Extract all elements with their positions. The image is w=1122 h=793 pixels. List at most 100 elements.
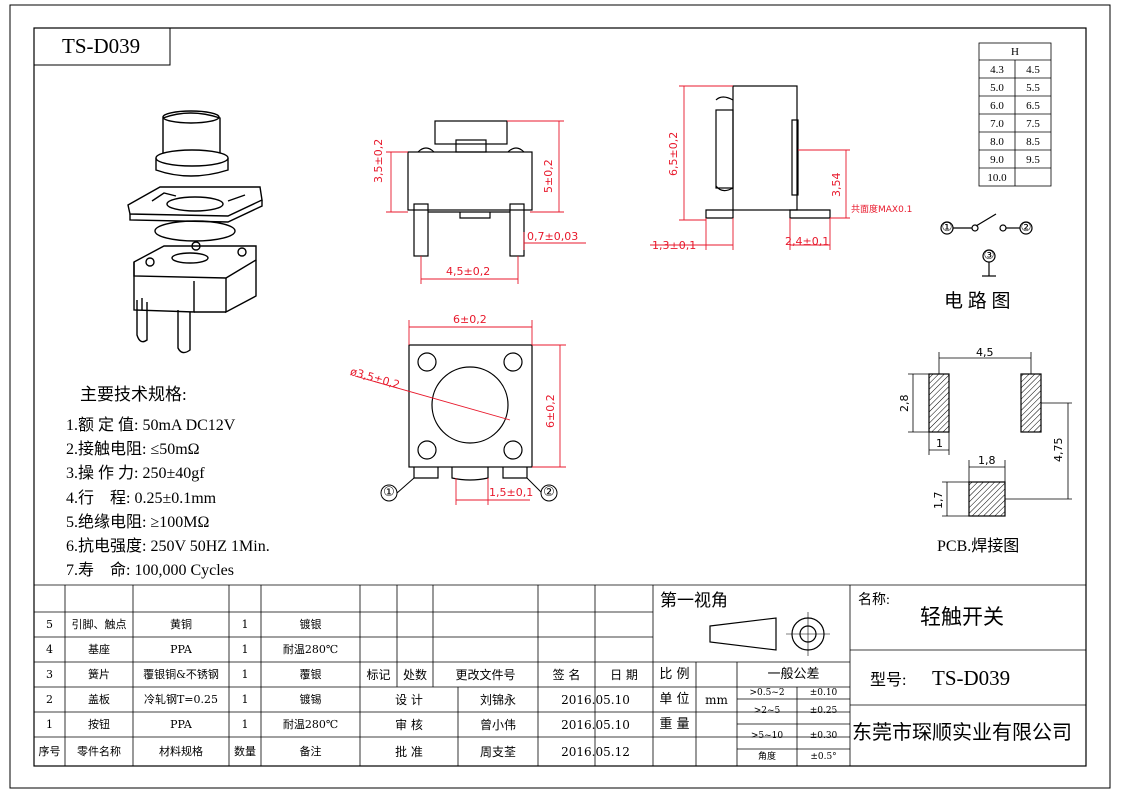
h-table-cell: 10.0 xyxy=(987,171,1007,184)
outer-frame xyxy=(9,4,1111,789)
pcb-dim-1: 1 xyxy=(936,437,943,450)
lead-offset-left-label: 1,3±0,1 xyxy=(652,239,697,252)
bom-note: 耐温280℃ xyxy=(282,643,339,656)
projection-label: 第一视角 xyxy=(660,591,728,610)
side-height-label: 6,5±0,2 xyxy=(667,131,680,176)
revision-header: 签 名 xyxy=(552,667,581,682)
bom-no: 4 xyxy=(46,643,53,656)
product-name: 轻触开关 xyxy=(920,605,1004,629)
top-pin-1: ① xyxy=(383,485,395,500)
front-view xyxy=(407,120,533,257)
front-view-dims xyxy=(386,120,586,284)
approval-role: 审 核 xyxy=(395,717,423,732)
spec-value: ≥100MΩ xyxy=(150,514,210,531)
drawing-number: TS-D039 xyxy=(62,34,141,58)
h-table-cell: 5.0 xyxy=(990,81,1004,94)
bom-note: 耐温280℃ xyxy=(282,718,339,731)
bom-header: 序号 xyxy=(38,745,61,758)
bom-material: 覆银铜&不锈钢 xyxy=(143,668,219,681)
tolerance-title: 一般公差 xyxy=(767,667,820,682)
pcb-dim-45: 4,5 xyxy=(976,346,994,359)
top-view-pin-leaders xyxy=(380,477,558,502)
h-table-cell: 9.0 xyxy=(990,153,1004,166)
pcb-dims xyxy=(908,352,1072,517)
spec-item: 2.接触电阻: ≤50mΩ xyxy=(66,435,200,459)
spec-num: 6. xyxy=(66,538,78,555)
spec-label: 抗电强度: xyxy=(78,538,147,555)
tolerance-value: ±0.30 xyxy=(809,731,838,741)
spec-num: 7. xyxy=(66,562,78,579)
bom-name: 盖板 xyxy=(88,693,110,706)
revision-header: 更改文件号 xyxy=(455,667,516,682)
bom-material: 黄铜 xyxy=(170,618,192,631)
scale-label: 比 例 xyxy=(659,667,690,682)
circuit-symbol xyxy=(940,213,1033,277)
tolerance-value: ±0.25 xyxy=(809,706,838,716)
spec-num: 2. xyxy=(66,441,78,458)
h-table-header: H xyxy=(1011,45,1019,58)
spec-value: 100,000 Cycles xyxy=(134,562,234,579)
flatness-label: 共面度MAX0.1 xyxy=(851,205,913,215)
bom-qty: 1 xyxy=(241,693,249,706)
h-table-cell: 8.0 xyxy=(990,135,1004,148)
title-box-frame xyxy=(33,27,171,66)
spec-item: 6.抗电强度: 250V 50HZ 1Min. xyxy=(66,532,270,556)
approval-name: 周支荃 xyxy=(479,744,516,759)
h-table-cell: 7.0 xyxy=(990,117,1004,130)
bom-qty: 1 xyxy=(241,668,249,681)
front-height-label: 3,5±0,2 xyxy=(372,138,385,183)
side-view xyxy=(705,85,831,219)
bom-no: 3 xyxy=(46,668,53,681)
spec-item: 1.额 定 值: 50mA DC12V xyxy=(66,411,235,435)
circuit-pin-1: ① xyxy=(941,220,953,234)
spec-num: 3. xyxy=(66,465,78,482)
pcb-title: PCB.焊接图 xyxy=(937,538,1020,555)
approval-date: 2016.05.12 xyxy=(561,744,630,759)
bom-qty: 1 xyxy=(241,618,249,631)
bom-header: 数量 xyxy=(234,745,256,758)
pcb-layout xyxy=(928,373,1042,517)
h-table-cell: 9.5 xyxy=(1026,153,1040,166)
pcb-dim-28: 2,8 xyxy=(898,394,911,413)
model-number: TS-D039 xyxy=(932,666,1011,690)
lead-width-label: 0,7±0,03 xyxy=(527,230,579,243)
bom-qty: 1 xyxy=(241,718,249,731)
approval-role: 批 准 xyxy=(395,744,423,759)
tolerance-range: >0.5~2 xyxy=(749,687,785,698)
side-view-dims xyxy=(650,85,850,250)
spec-item: 3.操 作 力: 250±40gf xyxy=(66,459,205,483)
approval-role: 设 计 xyxy=(395,692,423,707)
tolerance-value: ±0.10 xyxy=(809,687,838,698)
bom-name: 引脚、触点 xyxy=(71,618,127,631)
h-table-cell: 7.5 xyxy=(1026,117,1040,130)
circuit-pin-3: ③ xyxy=(983,248,995,262)
spec-num: 1. xyxy=(66,417,78,434)
top-pin-2: ② xyxy=(543,485,555,500)
spec-label: 接触电阻: xyxy=(78,441,147,458)
bottom-pitch-label: 1,5±0,1 xyxy=(489,486,534,499)
spec-label: 操 作 力: xyxy=(78,465,139,482)
unit-label: 单 位 xyxy=(659,692,690,707)
spec-item: 5.绝缘电阻: ≥100MΩ xyxy=(66,508,209,532)
specs-heading: 主要技术规格: xyxy=(80,385,187,404)
h-table-grid xyxy=(978,42,1052,187)
spec-item: 7.寿 命: 100,000 Cycles xyxy=(66,556,234,580)
projection-symbol xyxy=(709,612,830,656)
revision-header: 标记 xyxy=(366,667,391,682)
top-view-dims xyxy=(354,320,566,505)
model-label: 型号: xyxy=(870,672,907,689)
spec-label: 寿 命: xyxy=(78,562,131,579)
spec-item: 4.行 程: 0.25±0.1mm xyxy=(66,484,216,508)
h-table-cell: 5.5 xyxy=(1026,81,1040,94)
spec-value: 250V 50HZ 1Min. xyxy=(150,538,270,555)
approval-name: 曾小伟 xyxy=(479,717,516,732)
bom-material: PPA xyxy=(170,643,192,656)
bom-note: 镀银 xyxy=(299,618,322,631)
top-view xyxy=(408,344,533,481)
bom-name: 簧片 xyxy=(88,668,110,681)
spec-value: ≤50mΩ xyxy=(150,441,200,458)
pcb-dim-17: 1,7 xyxy=(932,491,945,510)
spec-value: 0.25±0.1mm xyxy=(134,490,217,507)
bom-no: 1 xyxy=(46,718,53,731)
